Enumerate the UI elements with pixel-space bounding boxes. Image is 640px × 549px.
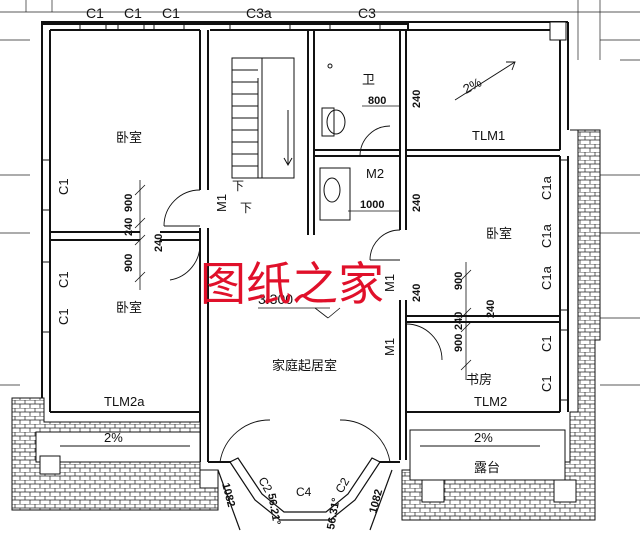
room-label-family-room: 家庭起居室 [272,358,337,373]
dimension-label: 56.21° [265,492,282,526]
window-label-c2: C2 [332,475,352,496]
annotations: 下 下 3.300 2% 2% 2% [104,74,493,445]
dimension-label: 56.31° [325,497,342,531]
window-label-c1a: C1a [539,223,554,248]
axis-lines [0,0,640,386]
window-label-c1: C1 [56,178,71,195]
dimension-lines [134,105,472,380]
stairs [231,57,295,179]
dimension-label: 240 [485,300,497,318]
door-label-m2: M2 [366,166,384,181]
room-label-bedroom: 卧室 [116,300,142,315]
slope-arrows [60,61,540,447]
bath-fixtures [319,63,351,221]
dimension-label: 240 [411,284,423,302]
room-label-bedroom: 卧室 [116,130,142,145]
room-labels: 卧室 卧室 卧室 卫 家庭起居室 书房 露台 [116,72,512,475]
window-label-c1: C1 [539,335,554,352]
dimension-label: 900 [453,272,465,290]
stair-down-label: 下 [240,201,252,215]
dimension-label: 1082 [367,488,385,515]
room-label-bedroom: 卧室 [486,226,512,241]
slope-label: 2% [460,74,484,96]
door-label-tlm1: TLM1 [472,128,505,143]
dimension-label: 240 [123,218,135,236]
window-label-c1: C1 [56,308,71,325]
room-label-study: 书房 [466,372,492,387]
window-label-c3: C3 [358,5,376,21]
dimension-label: 240 [411,194,423,212]
window-labels: C1 C1 C1 C3a C3 C1 C1 C1 C1a C1a C1a C1 … [56,5,554,499]
window-label-c1a: C1a [539,175,554,200]
window-label-c1: C1 [86,5,104,21]
window-label-c2: C2 [255,475,275,496]
slope-label: 2% [474,430,493,445]
window-symbols [41,23,569,401]
door-label-m1: M1 [214,194,229,212]
elevation-label: 3.300 [258,291,293,307]
dimension-label: 900 [453,334,465,352]
dimension-label: 240 [453,312,465,330]
dimension-label: 240 [411,90,423,108]
dimension-label: 1000 [360,199,384,211]
window-label-c1a: C1a [539,265,554,290]
slope-label: 2% [104,430,123,445]
stair-down-label: 下 [232,179,244,193]
door-label-m1: M1 [382,274,397,292]
door-label-m1: M1 [382,338,397,356]
watermark: 图纸之家 [200,257,384,311]
dimension-label: 240 [153,234,165,252]
dimension-label: 900 [123,194,135,212]
bay-window [217,457,393,531]
door-label-tlm2a: TLM2a [104,394,145,409]
window-label-c1: C1 [539,375,554,392]
window-label-c4: C4 [296,485,312,499]
door-swings [163,125,443,463]
room-label-terrace: 露台 [474,460,500,475]
dimension-label: 800 [368,95,386,107]
window-label-c3a: C3a [246,5,272,21]
dimension-label: 1082 [219,482,237,509]
dimension-label: 900 [123,254,135,272]
window-label-c1: C1 [56,271,71,288]
room-label-bathroom: 卫 [362,72,375,87]
balconies [11,21,601,521]
window-label-c1: C1 [162,5,180,21]
door-labels: M1 M1 M1 M2 TLM1 TLM2a TLM2 [104,128,507,409]
door-label-tlm2: TLM2 [474,394,507,409]
window-label-c1: C1 [124,5,142,21]
